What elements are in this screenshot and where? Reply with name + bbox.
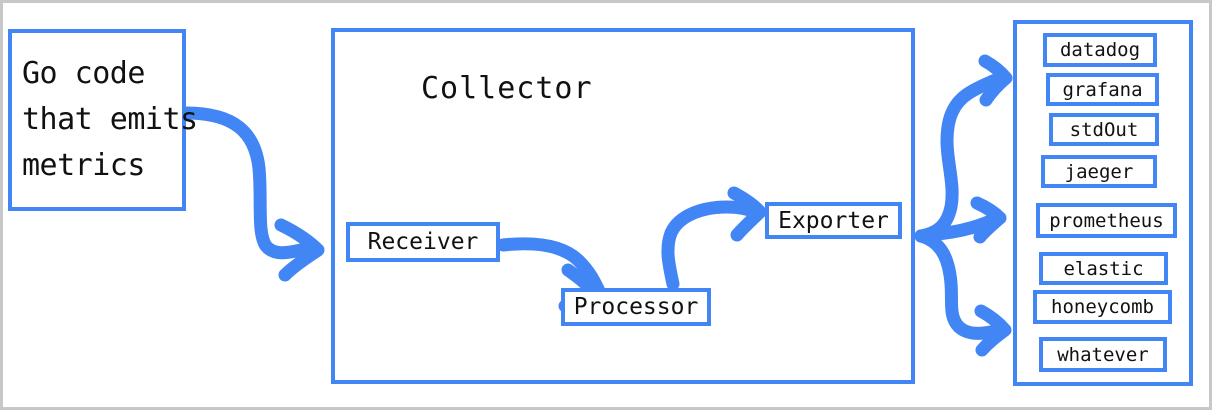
destination-item: honeycomb — [1033, 290, 1172, 324]
arrow-exporter-to-destinations-straight — [914, 196, 1007, 244]
arrow-processor-to-exporter — [661, 186, 767, 291]
collector-title: Collector — [421, 71, 593, 106]
source-box: Go code that emits metrics — [8, 29, 198, 211]
arrow-exporter-to-destinations-down — [914, 229, 1012, 357]
arrow-exporter-to-destinations-up — [914, 54, 1013, 243]
receiver-box: Receiver — [346, 222, 500, 262]
destination-item: jaeger — [1041, 155, 1157, 188]
destination-item: datadog — [1043, 33, 1157, 67]
collector-container — [331, 28, 915, 384]
source-line-3: metrics — [22, 148, 145, 183]
arrow-layer — [179, 54, 1013, 357]
destination-item: stdOut — [1049, 113, 1159, 146]
exporter-box: Exporter — [765, 202, 902, 239]
destination-item: whatever — [1039, 337, 1167, 372]
source-line-2: that emits — [22, 102, 198, 137]
destination-item: grafana — [1046, 73, 1159, 106]
destination-item: prometheus — [1036, 203, 1177, 238]
processor-box: Processor — [561, 288, 711, 326]
source-line-1: Go code — [22, 56, 145, 91]
destinations-container — [1013, 20, 1193, 386]
destination-item: elastic — [1039, 252, 1168, 285]
arrow-source-to-collector — [179, 106, 325, 282]
